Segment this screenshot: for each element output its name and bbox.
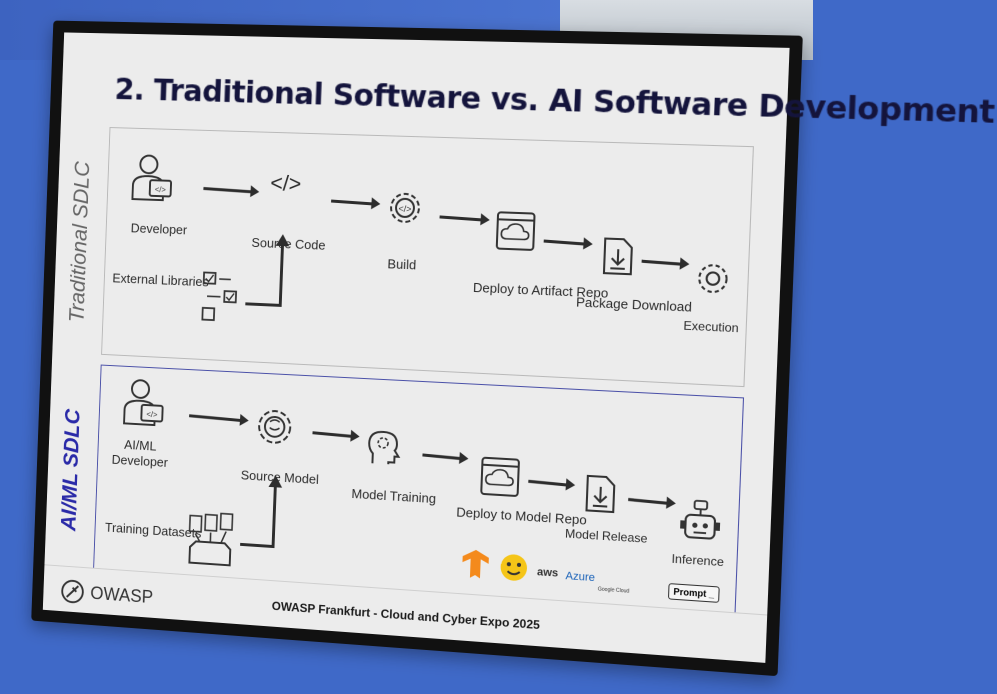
build-label: Build [387, 256, 417, 273]
svg-text:</>: </> [155, 185, 167, 194]
ai-developer-icon: </> [120, 376, 167, 429]
footer-event-text: OWASP Frankfurt - Cloud and Cyber Expo 2… [271, 598, 541, 633]
ai-sdlc-label-wrap: AI/ML SDLC [44, 367, 98, 573]
download-file-icon [602, 236, 634, 276]
build-gear-icon: </> [390, 192, 420, 223]
arrow [439, 215, 484, 222]
traditional-sdlc-label-wrap: Traditional SDLC [53, 139, 107, 345]
package-download-label: Package Download [575, 294, 693, 315]
execution-label: Execution [683, 318, 739, 336]
datasets-icon [185, 511, 235, 571]
arrow [422, 453, 463, 461]
traditional-sdlc-label: Traditional SDLC [64, 160, 95, 323]
code-icon: </> [269, 170, 302, 197]
svg-text:</>: </> [398, 204, 411, 215]
developer-icon: </> [128, 152, 176, 204]
ai-developer-label: AI/ML Developer [111, 437, 169, 470]
external-libraries-label: External Libraries [112, 270, 209, 290]
arrow [528, 479, 570, 487]
google-cloud-logo: Google Cloud [597, 586, 630, 595]
robot-icon [680, 498, 721, 546]
model-training-label: Model Training [351, 485, 437, 507]
prompt-label: Prompt [673, 586, 707, 599]
cloud-repo-icon [495, 210, 537, 254]
library-to-code-connector [243, 233, 290, 312]
azure-logo: Azure [565, 570, 596, 585]
ai-sdlc-label: AI/ML SDLC [56, 408, 85, 532]
huggingface-logo-icon [500, 553, 528, 582]
arrow [628, 497, 670, 505]
ai-sdlc-panel: </> AI/ML Developer Source Model Model T… [92, 364, 745, 624]
svg-text:</>: </> [146, 410, 158, 420]
model-repo-icon [479, 456, 521, 501]
training-datasets-label: Training Datasets [104, 519, 202, 541]
traditional-sdlc-panel: </> Developer </> Source Code </> Build [101, 127, 754, 388]
model-release-label: Model Release [564, 526, 648, 546]
photo-scene: 2. Traditional Software vs. AI Software … [0, 0, 813, 694]
arrow [543, 239, 587, 246]
arrow [189, 414, 243, 423]
display-monitor: 2. Traditional Software vs. AI Software … [31, 20, 995, 677]
arrow [641, 259, 684, 266]
arrow [203, 186, 254, 194]
aws-logo: aws [536, 566, 559, 580]
slide-title: 2. Traditional Software vs. AI Software … [114, 72, 996, 132]
owasp-logo: OWASP [60, 578, 154, 610]
arrow [312, 431, 354, 438]
head-brain-icon [366, 427, 403, 469]
release-file-icon [584, 474, 616, 514]
execution-icon [694, 260, 731, 296]
deploy-model-repo-label: Deploy to Model Repo [456, 504, 588, 528]
owasp-wasp-icon [60, 578, 85, 605]
prompt-box: Prompt _ [667, 583, 720, 603]
inference-label: Inference [671, 551, 725, 570]
slide: 2. Traditional Software vs. AI Software … [42, 32, 995, 663]
owasp-logo-text: OWASP [89, 582, 154, 607]
brain-gear-icon [252, 403, 298, 451]
deploy-artifact-label: Deploy to Artifact Repo [472, 279, 609, 301]
checklist-icon [198, 270, 242, 325]
datasets-to-model-connector [238, 475, 283, 553]
tensorflow-logo-icon [461, 549, 490, 579]
developer-label: Developer [130, 220, 188, 238]
arrow [331, 199, 375, 206]
